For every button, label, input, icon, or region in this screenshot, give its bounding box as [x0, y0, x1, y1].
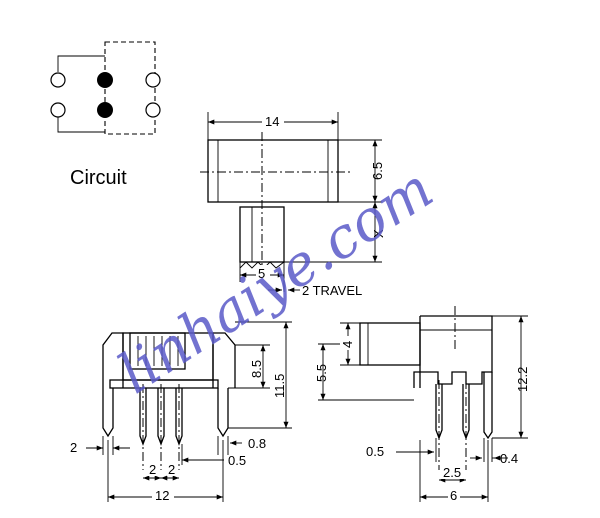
actuator-knob: [239, 206, 285, 263]
dim-height-6-5: 6.5: [370, 162, 385, 180]
side-view: 4 5.5 12.2 0.5 0.4 2.5 6: [314, 306, 530, 503]
circuit-diagram: Circuit: [50, 41, 161, 189]
side-mount-tab: [413, 371, 421, 388]
dim-knob-level-5-5: 5.5: [314, 364, 329, 382]
side-knob: [359, 322, 421, 366]
dim-knob-height-4: 4: [340, 341, 355, 348]
dim-pitch-left-2: 2: [149, 462, 156, 477]
dim-pin-thickness-0-5: 0.5: [228, 453, 246, 468]
circuit-wire-top: [57, 55, 105, 72]
dim-pin-pitch-2-5: 2.5: [443, 465, 461, 480]
front-mount-leg-left: [102, 388, 114, 438]
side-mount-leg: [483, 372, 493, 440]
front-mount-leg-right: [217, 388, 229, 438]
dim-pin-offset-2: 2: [70, 440, 77, 455]
actuator-ribs: [137, 336, 179, 366]
dim-pin-width-0-5: 0.5: [366, 444, 384, 459]
dim-pin-width-0-8: 0.8: [248, 436, 266, 451]
circuit-wire-bottom: [57, 115, 105, 133]
dim-pitch-right-2: 2: [168, 462, 175, 477]
terminal-open: [50, 102, 66, 118]
terminal-open: [50, 72, 66, 88]
terminal-common: [97, 102, 113, 118]
watermark: linhaiye.com: [107, 156, 444, 407]
side-housing: [419, 315, 493, 385]
dim-width-14: 14: [265, 114, 279, 129]
top-view: 14 6.5 X 5 2 TRAVEL: [200, 112, 386, 298]
front-view: 8.5 11.5 2 0.8 0.5 2 2 12: [70, 321, 292, 503]
front-actuator: [129, 332, 186, 370]
dim-total-height-12-2: 12.2: [515, 367, 530, 392]
switch-position-box: [104, 41, 156, 135]
dim-body-height-8-5: 8.5: [249, 360, 264, 378]
dim-total-width-12: 12: [155, 488, 169, 503]
terminal-open: [145, 102, 161, 118]
travel-note: 2 TRAVEL: [302, 283, 362, 298]
terminal-open: [145, 72, 161, 88]
dim-total-height-11-5: 11.5: [272, 374, 287, 398]
dim-knob-width-5: 5: [258, 266, 265, 281]
dim-travel-x: X: [371, 229, 386, 238]
dim-pin-thickness-0-4: 0.4: [500, 451, 518, 466]
circuit-label: Circuit: [70, 167, 127, 189]
switch-body-outline: [207, 139, 339, 203]
dim-width-6: 6: [450, 488, 457, 503]
terminal-common: [97, 72, 113, 88]
